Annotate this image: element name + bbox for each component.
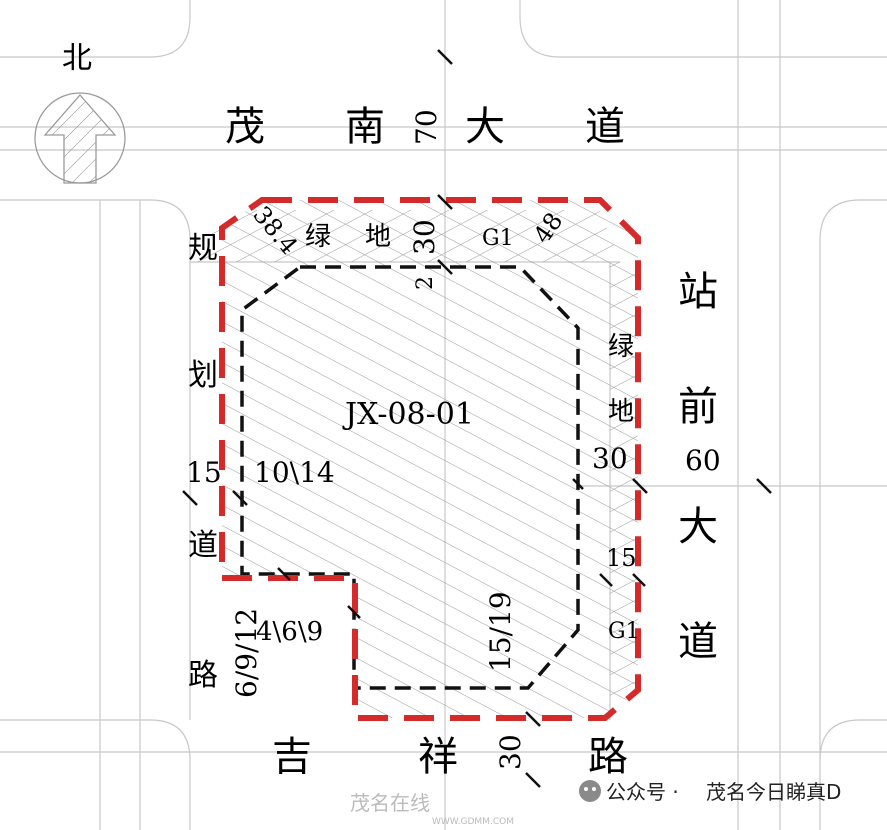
road-char: 规 [188, 231, 218, 266]
dimension-ticks [182, 49, 772, 788]
road-char: 路 [188, 658, 218, 693]
green-strip-east [610, 262, 638, 715]
dim-east-road-width: 60 [685, 444, 721, 477]
green-north-code: G1 [482, 226, 514, 251]
dim-east-green: 30 [592, 442, 628, 475]
dim-north-setback: 2 [413, 276, 438, 290]
north-label: 北 [62, 41, 92, 76]
watermark-account: 公众号 · 茂名今日睇真D [579, 780, 841, 804]
dim-west-road-width: 15 [186, 456, 222, 489]
road-char: 大 [465, 104, 505, 150]
building-setback-line [240, 265, 580, 690]
green-east-code: G1 [608, 619, 640, 644]
road-char: 南 [345, 104, 385, 150]
dim-west-setback: 10\14 [254, 456, 335, 489]
dim-north-green: 30 [408, 219, 441, 255]
watermark-account-name: 茂名今日睇真D [706, 780, 841, 804]
parcel-area [222, 200, 638, 718]
north-compass: 北 [34, 41, 126, 184]
green-east-char: 地 [608, 397, 634, 427]
green-strip-north [190, 210, 620, 262]
dim-notch-west: 6/9/12 [230, 608, 263, 698]
road-west-name: 规 划 道 路 [188, 231, 218, 693]
watermark-site-name: 茂名在线 [350, 791, 430, 815]
north-arrow-icon [43, 94, 117, 184]
parcel-id: JX-08-01 [342, 397, 474, 432]
road-south-name: 吉 祥 路 [272, 734, 628, 780]
watermark-site-url: WWW.GDMM.COM [432, 817, 514, 827]
wechat-icon [579, 780, 601, 802]
road-char: 站 [678, 269, 718, 315]
road-char: 划 [188, 358, 218, 393]
green-east-char: 绿 [608, 332, 634, 362]
road-char: 大 [678, 504, 718, 550]
road-char: 路 [588, 734, 628, 780]
watermark-site: 茂名在线 WWW.GDMM.COM [350, 791, 514, 827]
green-north-char: 地 [365, 222, 391, 252]
dim-south-setback: 15/19 [484, 591, 517, 672]
dim-south-road-width: 30 [494, 734, 527, 770]
road-east-name: 站 前 大 道 [678, 269, 718, 665]
notch-area [226, 582, 352, 714]
road-char: 道 [678, 619, 718, 665]
road-char: 道 [585, 104, 625, 150]
land-boundary-line [219, 197, 641, 721]
road-char: 前 [678, 384, 718, 430]
road-char: 祥 [418, 734, 458, 780]
road-char: 吉 [272, 734, 312, 780]
watermark-prefix: 公众号 · [606, 780, 679, 804]
dim-north-road-width: 70 [410, 109, 443, 145]
road-char: 道 [188, 528, 218, 563]
road-north-name: 茂 南 大 道 [225, 104, 625, 150]
green-north-char: 绿 [305, 222, 331, 252]
dim-notch-inner: 4\6\9 [256, 617, 323, 647]
dim-east-small: 15 [606, 544, 637, 572]
road-char: 茂 [225, 104, 265, 150]
